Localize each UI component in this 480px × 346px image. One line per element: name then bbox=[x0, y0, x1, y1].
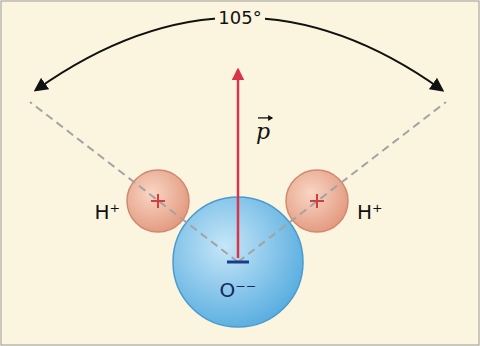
vector-symbol: p bbox=[256, 120, 270, 144]
negative-center bbox=[227, 261, 249, 264]
angle-value: 105° bbox=[215, 8, 264, 28]
atom-circle bbox=[286, 170, 348, 232]
oxygen-atom: O⁻⁻ bbox=[172, 196, 304, 328]
angle-line bbox=[30, 102, 238, 262]
atom-outline bbox=[172, 196, 304, 328]
atom-label: O⁻⁻ bbox=[220, 279, 257, 301]
atom-label: H⁺ bbox=[94, 201, 120, 223]
atom-circle bbox=[173, 197, 303, 327]
hydrogen-atom: H⁺ bbox=[285, 169, 349, 233]
atom-outline bbox=[285, 169, 349, 233]
atom-circle bbox=[127, 170, 189, 232]
atom-outline bbox=[126, 169, 190, 233]
hydrogen-atom: H⁺ bbox=[126, 169, 190, 233]
angle-line bbox=[238, 102, 446, 262]
dipole-arrow bbox=[237, 70, 240, 258]
atom-label: H⁺ bbox=[357, 201, 383, 223]
